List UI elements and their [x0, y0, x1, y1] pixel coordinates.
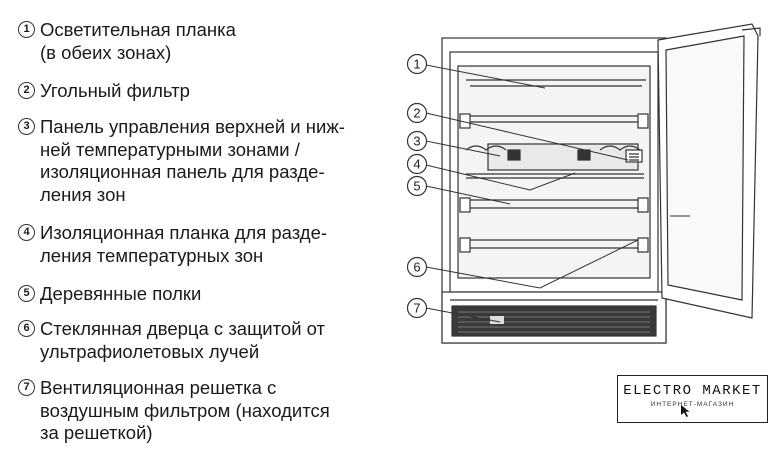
legend-number-3: 3: [18, 118, 35, 135]
shelf-bracket: [459, 197, 471, 213]
callout-5: 5: [406, 175, 428, 197]
logo-brand: ELECTRO MARKET: [623, 383, 762, 399]
logo-tagline: ИНТЕРНЕТ-МАГАЗИН: [650, 401, 735, 408]
legend-number-2: 2: [18, 82, 35, 99]
leader-lines: [425, 64, 690, 323]
carbon-filter: [625, 149, 643, 163]
callouts: 1 2 3 4 5 6 7: [406, 53, 428, 319]
shelf-bracket: [459, 237, 471, 253]
callout-1: 1: [406, 53, 428, 75]
callout-2: 2: [406, 102, 428, 124]
fridge-diagram: 1 2 3 4 5 6 7: [406, 23, 761, 344]
light-strip: [466, 79, 646, 87]
display-right: [577, 149, 591, 161]
legend-number-4: 4: [18, 224, 35, 241]
callout-label: 1: [413, 57, 420, 72]
legend-item-4: 4 Изоляционная планка для разде- ления т…: [18, 222, 327, 267]
door-top-edge: [741, 27, 761, 36]
legend-text: Вентиляционная решетка с: [40, 377, 277, 398]
callout-label: 5: [413, 179, 420, 194]
shelf-bracket: [637, 113, 649, 129]
legend-text: изоляционная панель для разде-: [40, 161, 325, 182]
ventilation-grille: [451, 305, 657, 337]
legend-text: Деревянные полки: [40, 283, 202, 304]
shelf-bracket: [637, 197, 649, 213]
grille-logo: [490, 316, 504, 324]
legend-text: ления зон: [40, 183, 126, 205]
callout-3: 3: [406, 130, 428, 152]
electro-market-logo: ELECTRO MARKET ИНТЕРНЕТ-МАГАЗИН: [617, 375, 768, 423]
legend-text: Стеклянная дверца с защитой от: [40, 318, 326, 339]
callout-7: 7: [406, 297, 428, 319]
wooden-shelf: [466, 239, 644, 249]
legend-item-6: 6 Стеклянная дверца с защитой от ультраф…: [18, 318, 325, 363]
legend-item-7: 7 Вентиляционная решетка с воздушным фил…: [18, 377, 330, 445]
legend-text: Осветительная планка: [40, 19, 236, 40]
legend-item-5: 5 Деревянные полки: [18, 283, 201, 306]
bottles-outline: [465, 145, 641, 151]
insulation-strip: [466, 173, 644, 179]
callout-label: 6: [413, 260, 420, 275]
wooden-shelf: [466, 199, 644, 209]
legend-number-7: 7: [18, 379, 35, 396]
legend-text: воздушным фильтром (находится: [40, 399, 330, 421]
legend-text: ней температурными зонами /: [40, 138, 300, 160]
legend-text: Панель управления верхней и ниж-: [40, 116, 345, 137]
glass-door-inner: [665, 35, 745, 301]
cursor-arrow-icon: [681, 405, 690, 417]
grille-slots: [458, 311, 650, 333]
legend: 1 Осветительная планка (в обеих зонах) 2…: [18, 19, 345, 445]
legend-item-2: 2 Угольный фильтр: [18, 80, 190, 103]
legend-text: ультрафиолетовых лучей: [40, 340, 260, 362]
callout-6: 6: [406, 256, 428, 278]
callout-label: 2: [413, 106, 420, 121]
callout-label: 7: [413, 301, 420, 316]
shelf-bracket: [637, 237, 649, 253]
interior: [457, 65, 651, 279]
legend-text: (в обеих зонах): [40, 41, 172, 63]
legend-number-1: 1: [18, 21, 35, 38]
legend-item-1: 1 Осветительная планка (в обеих зонах): [18, 19, 236, 64]
legend-item-3: 3 Панель управления верхней и ниж- ней т…: [18, 116, 345, 206]
legend-text: Угольный фильтр: [40, 80, 190, 101]
legend-number-5: 5: [18, 285, 35, 302]
legend-text: Изоляционная планка для разде-: [40, 222, 328, 243]
display-left: [507, 149, 521, 161]
callout-label: 3: [413, 134, 420, 149]
legend-number-6: 6: [18, 320, 35, 337]
upper-shelf: [466, 115, 644, 123]
legend-text: за решеткой): [40, 422, 153, 443]
legend-text: ления температурных зон: [40, 244, 264, 266]
callout-4: 4: [406, 153, 428, 175]
callout-label: 4: [413, 157, 420, 172]
filter-slots: [629, 153, 639, 161]
